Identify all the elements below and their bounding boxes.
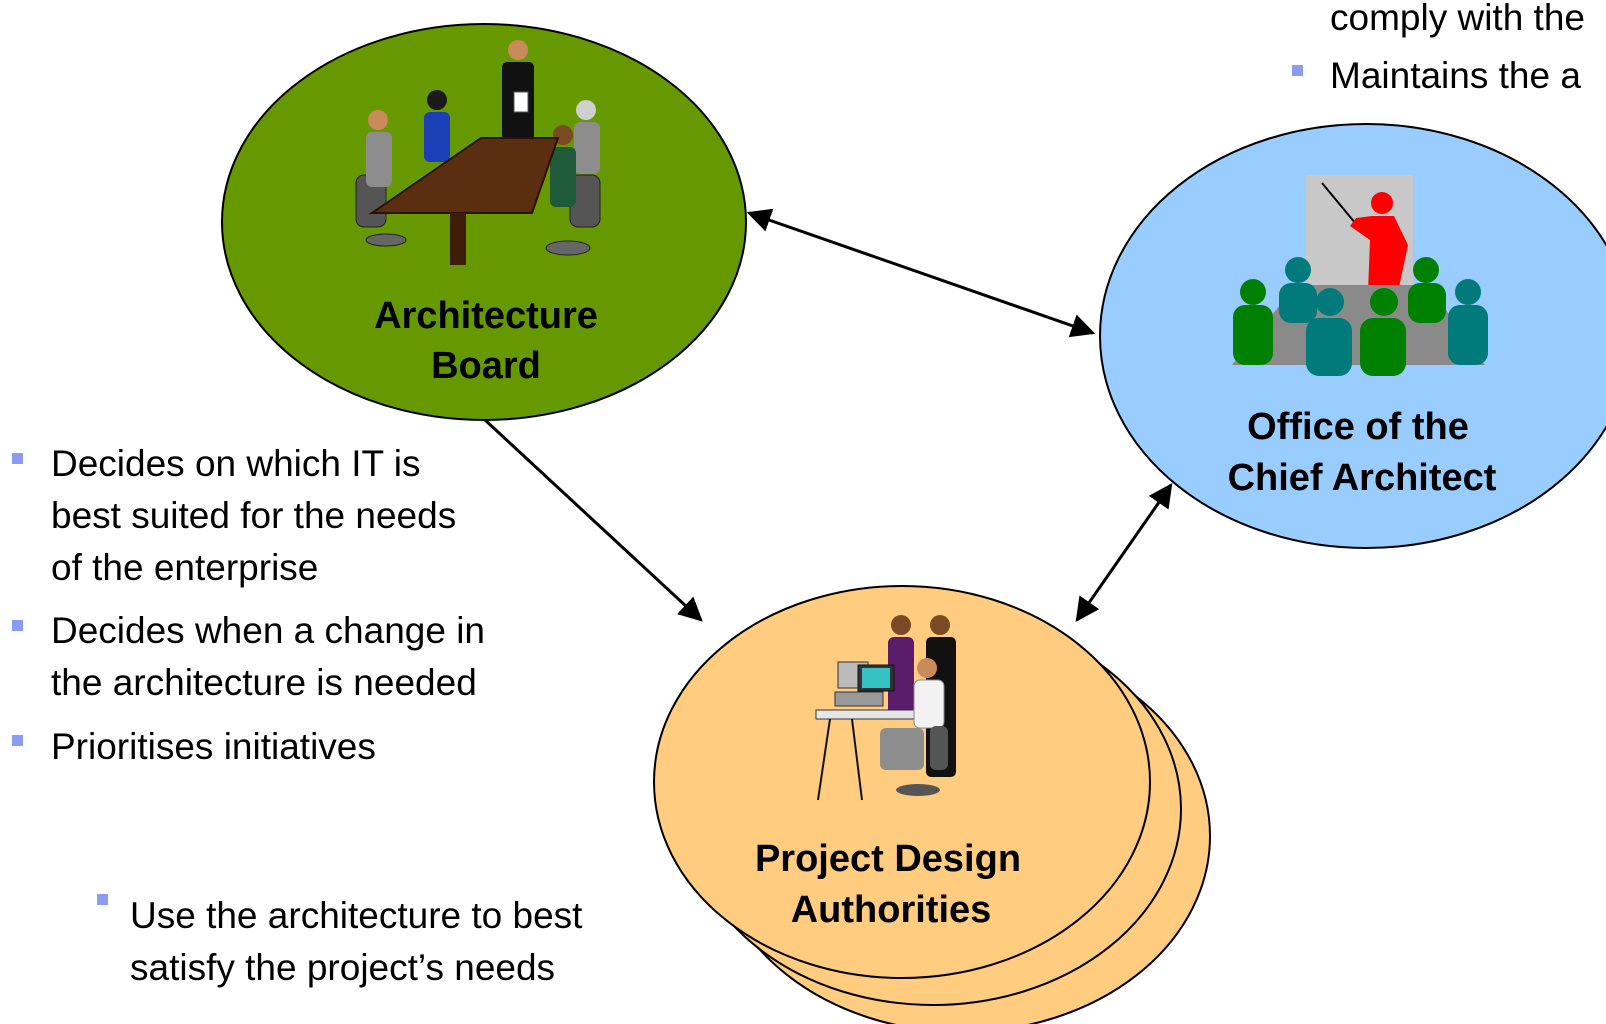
architecture-board-label-line1: Architecture [374,295,598,337]
bullet-text: Decides on which IT is [51,443,420,484]
bullet-text: best suited for the needs [51,495,456,536]
node-project-design-authorities: Project Design Authorities [653,585,1211,1024]
bullet-text: comply with the [1330,0,1585,38]
bullet-marker [12,735,23,746]
bullet-text: of the enterprise [51,547,318,588]
presentation-icon [1232,175,1488,376]
bullet-text: Decides when a change in [51,610,485,651]
project-design-authorities-ellipse [653,585,1151,979]
meeting-table-icon [355,40,601,265]
architecture-board-label-line2: Board [431,345,541,387]
bullet-text: Maintains the a [1330,55,1581,96]
computer-workers-icon [815,615,956,801]
bullet-text: satisfy the project’s needs [130,947,555,988]
bullet-text: Use the architecture to best [130,895,583,936]
bullet-text: Prioritises initiatives [51,726,376,767]
arrow-board-to-office [746,208,1096,338]
bullet-marker [97,894,108,905]
bullet-marker [12,620,23,631]
office-chief-architect-label-line2: Chief Architect [1228,457,1497,499]
bullet-marker [1292,65,1303,76]
arrow-board-to-project [483,418,703,622]
architecture-board-bullets: Decides on which IT is best suited for t… [12,443,485,767]
project-design-authorities-label-line2: Authorities [791,889,992,931]
bullet-marker [12,453,23,464]
node-architecture-board: Architecture Board [221,23,747,421]
bullet-text: the architecture is needed [51,662,477,703]
connector-arrows [483,208,1173,622]
arrow-office-to-project [1075,483,1173,622]
architecture-board-ellipse [221,23,747,421]
project-design-authorities-bullets: Use the architecture to best satisfy the… [97,894,583,988]
project-design-authorities-label-line1: Project Design [755,838,1021,880]
node-office-chief-architect: Office of the Chief Architect [1099,123,1606,549]
office-chief-architect-label-line1: Office of the [1247,406,1469,448]
top-right-bullets: comply with the Maintains the a [1292,0,1585,96]
